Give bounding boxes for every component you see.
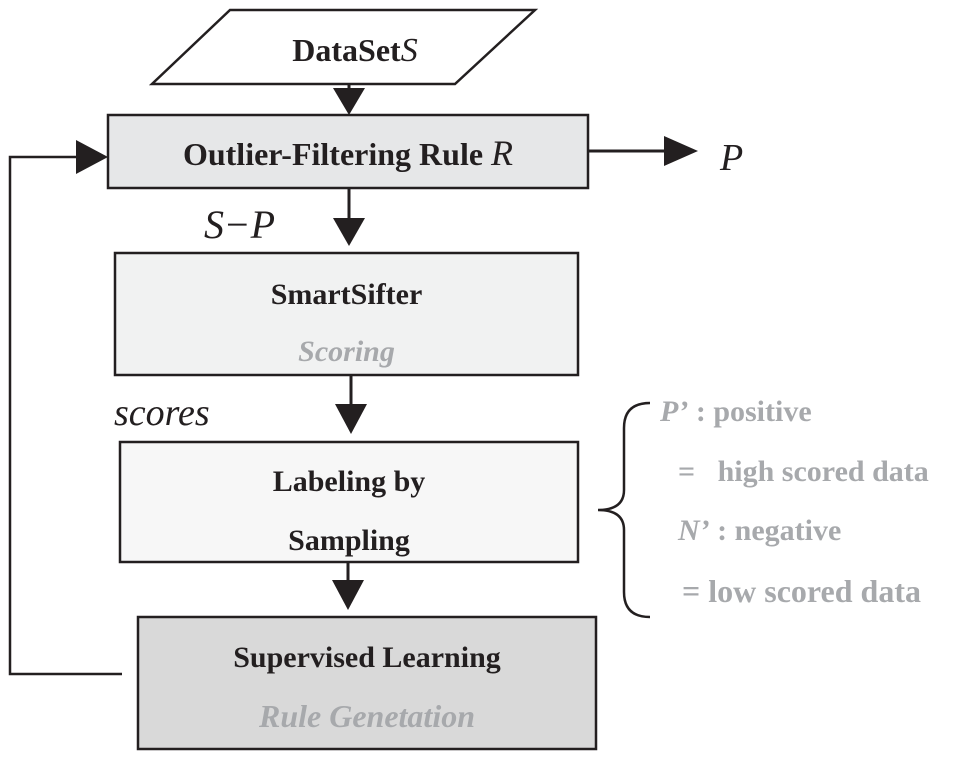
supervised-title: Supervised Learning <box>233 641 501 674</box>
dataset-text: DataSet <box>292 32 401 68</box>
dataset-label: DataSetS <box>235 34 475 68</box>
p-prime-symbol: P’ <box>660 395 689 428</box>
smartsifter-box <box>113 251 580 377</box>
edge-s: S <box>204 202 224 247</box>
input-dataset-shape <box>148 8 539 86</box>
filter-rule-var: R <box>491 133 514 173</box>
labeling-box <box>118 440 580 564</box>
brace-line-low-scored: = low scored data <box>682 573 921 609</box>
dataset-var: S <box>400 32 418 69</box>
supervised-subtitle: Rule Genetation <box>258 698 475 734</box>
edge-label-s-minus-p: S−P <box>204 205 275 245</box>
labeling-line1: Labeling by <box>272 465 426 498</box>
arrow-filter-to-output <box>588 136 698 166</box>
brace-line-negative: N’ : negative <box>678 516 841 546</box>
filter-rule-text: Outlier-Filtering Rule <box>182 136 492 172</box>
filter-rule-box <box>106 113 590 190</box>
brace-line-positive: P’ : positive <box>660 397 812 427</box>
filter-rule-label: Outlier-Filtering Rule R <box>108 135 588 171</box>
edge-label-scores: scores <box>114 392 210 434</box>
arrow-input-to-filter <box>333 84 365 115</box>
edge-minus: − <box>226 202 249 247</box>
smartsifter-subtitle: Scoring <box>298 335 395 368</box>
labeling-line2: Sampling <box>288 524 410 557</box>
negative-desc: : negative <box>709 514 842 547</box>
edge-p: P <box>250 202 275 247</box>
brace-line-high-scored: = high scored data <box>678 455 929 488</box>
curly-brace <box>597 401 651 619</box>
output-p-label: P <box>720 137 744 179</box>
n-prime-symbol: N’ <box>678 514 710 547</box>
supervised-learning-box <box>136 615 598 751</box>
positive-desc: : positive <box>688 395 812 428</box>
smartsifter-title: SmartSifter <box>270 278 423 311</box>
arrow-smartsifter-to-labeling <box>335 375 367 434</box>
feedback-loop-arrow <box>8 140 122 676</box>
arrow-filter-to-smartsifter <box>333 188 365 246</box>
arrow-labeling-to-supervised <box>332 562 364 610</box>
